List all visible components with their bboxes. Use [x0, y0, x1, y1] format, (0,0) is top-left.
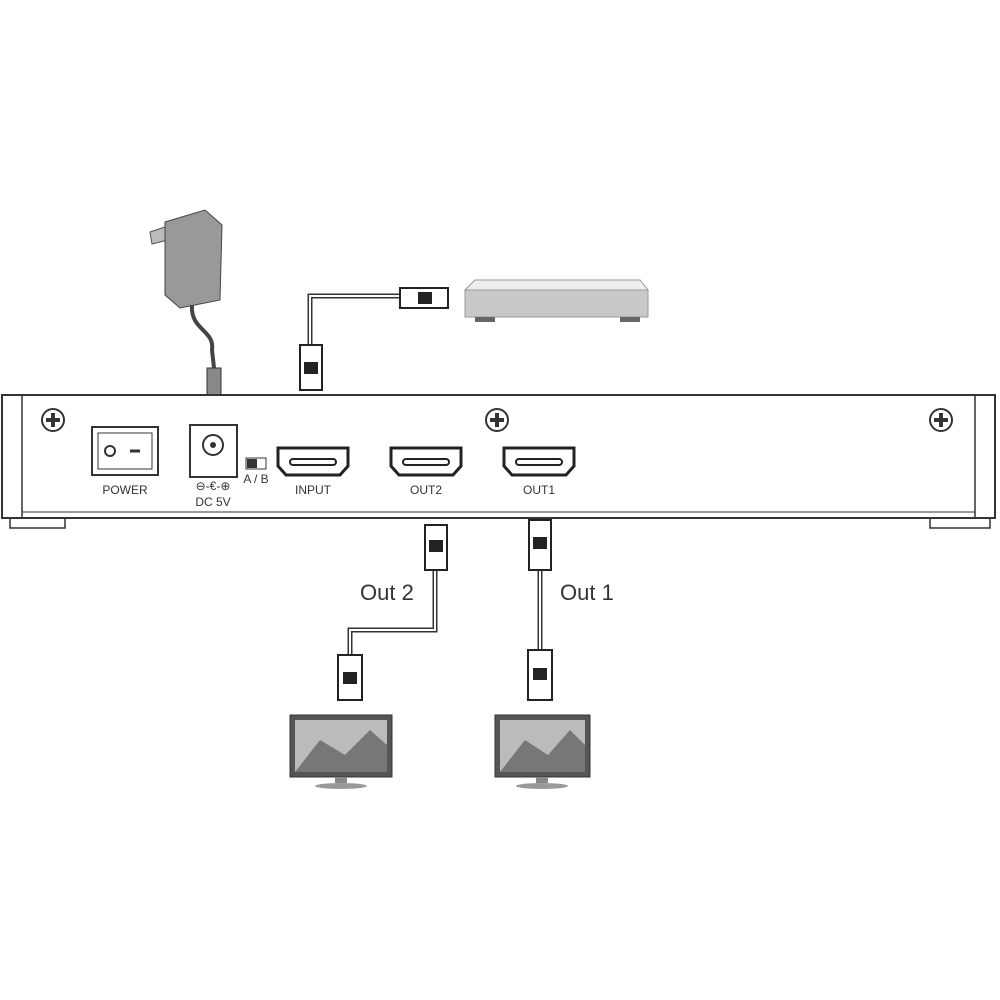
dc-jack [189, 424, 238, 478]
out2-label: Out 2 [360, 580, 414, 605]
ab-switch[interactable] [245, 457, 267, 470]
power-label: POWER [102, 483, 148, 497]
input-hdmi-cable [299, 287, 449, 391]
bluray-player [463, 279, 650, 322]
splitter-device: POWER ⊖-€-⊕ DC 5V A / B INPUT OUT2 OUT1 [1, 394, 996, 529]
dc-label: DC 5V [195, 495, 230, 509]
out1-label: Out 1 [560, 580, 614, 605]
screw-icon [929, 408, 953, 432]
screw-icon [41, 408, 65, 432]
tv-out2 [289, 714, 393, 789]
power-switch[interactable] [91, 426, 159, 476]
out1-port-label: OUT1 [523, 483, 555, 497]
out2-port-label: OUT2 [410, 483, 442, 497]
out1-hdmi-cable [527, 519, 553, 701]
ab-label: A / B [243, 472, 268, 486]
hdmi-port-out2 [389, 446, 463, 477]
hdmi-port-out1 [502, 446, 576, 477]
hdmi-port-input [276, 446, 350, 477]
power-adapter [149, 209, 223, 411]
input-label: INPUT [295, 483, 332, 497]
tv-out1 [494, 714, 591, 789]
screw-icon [485, 408, 509, 432]
polarity-icon: ⊖-€-⊕ [196, 479, 231, 493]
out2-hdmi-cable [337, 524, 448, 701]
